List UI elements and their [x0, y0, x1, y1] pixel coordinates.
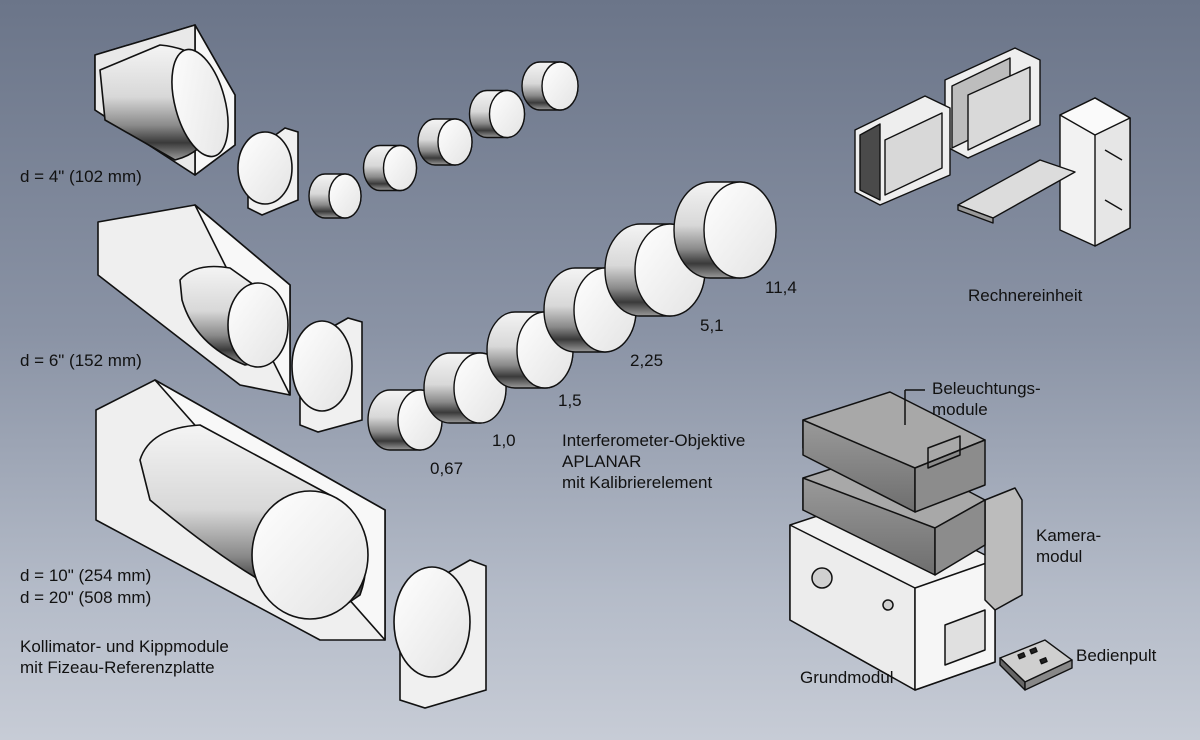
collimator-module-4in [94, 24, 236, 176]
tilt-module-6in [291, 317, 363, 433]
small-objective-lens [468, 89, 526, 139]
collimator-caption: Kollimator- und Kippmodule mit Fizeau-Re… [20, 636, 229, 678]
illumination-modules-label: Beleuchtungs- module [932, 378, 1041, 420]
objective-value-1-0: 1,0 [492, 431, 516, 450]
small-objectives-row [308, 61, 579, 219]
objective-value-5-1: 5,1 [700, 316, 724, 335]
small-objective-lens [308, 173, 362, 219]
camera-module-label: Kamera- modul [1036, 525, 1101, 567]
illumination-label-line1: Beleuchtungs- [932, 379, 1041, 398]
objective-value-11-4: 11,4 [765, 278, 797, 297]
computer-unit [854, 47, 1131, 247]
objective-value-0-67: 0,67 [430, 459, 464, 478]
small-objective-lens [521, 61, 579, 111]
collimator-module-10in [95, 379, 386, 641]
tilt-module-10in [393, 559, 487, 709]
collimator-diameter-10in: d = 10" (254 mm) [20, 566, 152, 585]
objectives-caption: Interferometer-Objektive APLANAR mit Kal… [562, 430, 745, 493]
camera-label-line2: modul [1036, 547, 1083, 566]
collimator-caption-line1: Kollimator- und Kippmodule [20, 637, 229, 656]
objectives-caption-line1: Interferometer-Objektive [562, 431, 746, 450]
illumination-label-line2: module [932, 400, 988, 419]
objectives-caption-line3: mit Kalibrierelement [562, 473, 713, 492]
objective-value-1-5: 1,5 [558, 391, 582, 410]
computer-unit-label: Rechnereinheit [968, 286, 1083, 305]
control-panel [999, 639, 1073, 691]
collimator-caption-line2: mit Fizeau-Referenzplatte [20, 658, 215, 677]
objectives-caption-line2: APLANAR [562, 452, 642, 471]
objective-lens [673, 181, 777, 279]
control-panel-label: Bedienpult [1076, 646, 1157, 665]
small-objective-lens [362, 144, 418, 192]
collimator-module-6in [97, 204, 291, 396]
tilt-module-4in [237, 127, 299, 216]
base-module-stack [789, 389, 1023, 691]
collimator-diameter-6in: d = 6" (152 mm) [20, 351, 142, 370]
camera-label-line1: Kamera- [1036, 526, 1102, 545]
small-objective-lens [417, 118, 473, 166]
collimator-diameter-20in: d = 20" (508 mm) [20, 588, 152, 607]
base-module-label: Grundmodul [800, 668, 894, 687]
interferometer-objectives-row [367, 181, 777, 451]
objective-value-2-25: 2,25 [630, 351, 664, 370]
collimator-diameter-4in: d = 4" (102 mm) [20, 167, 142, 186]
